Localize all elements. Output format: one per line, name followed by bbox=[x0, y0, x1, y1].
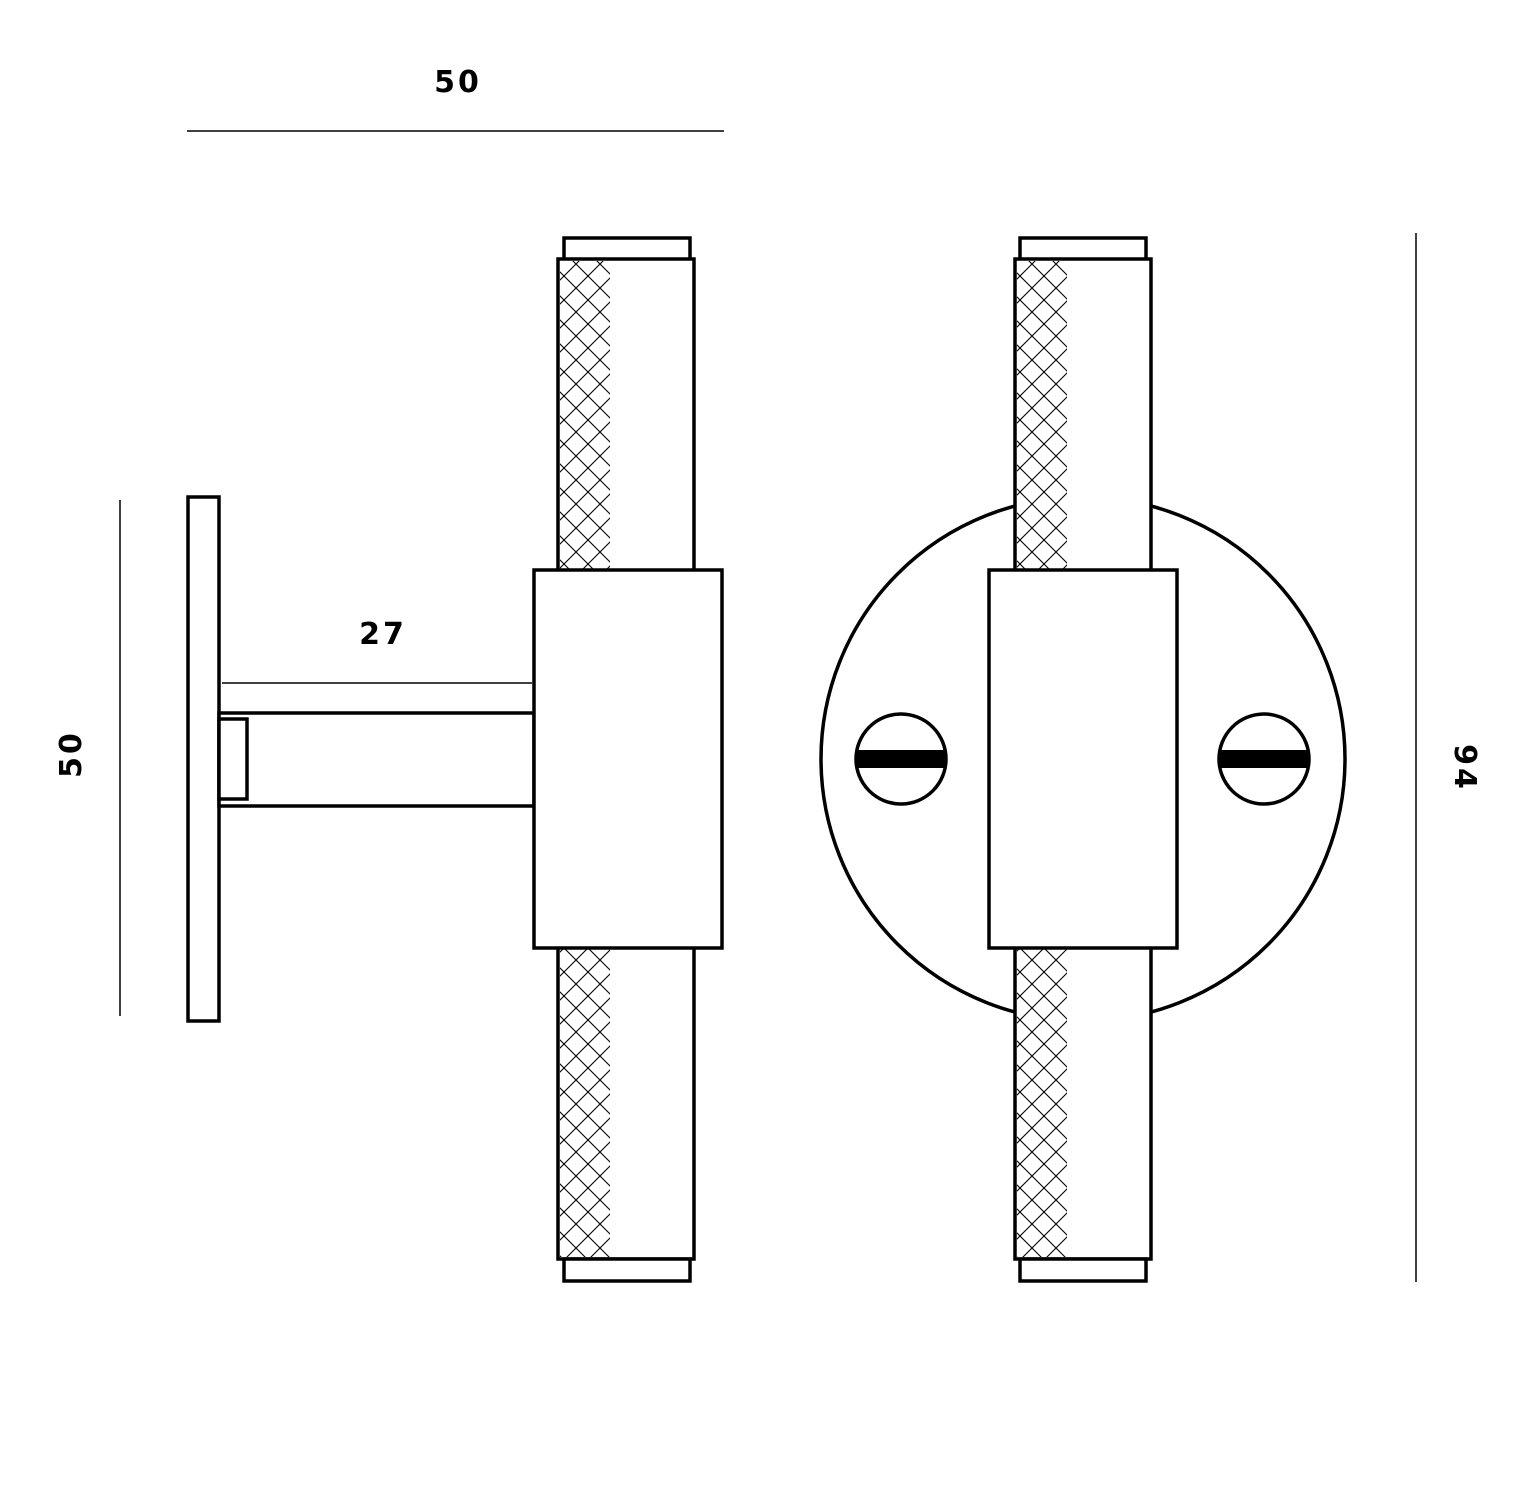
screw-right-slot bbox=[1219, 750, 1309, 768]
spindle-collar bbox=[217, 717, 249, 801]
knurl-lower-side bbox=[560, 949, 610, 1257]
end-cap-top-side bbox=[562, 236, 692, 262]
rose-plate-side bbox=[186, 495, 221, 1023]
dimension-projection: 27 bbox=[222, 617, 532, 684]
dimension-label-top-width: 50 bbox=[434, 65, 482, 100]
dimension-label-rose-height: 50 bbox=[54, 730, 89, 778]
knurl-lower-front bbox=[1017, 949, 1067, 1257]
end-cap-bottom-front bbox=[1018, 1257, 1148, 1283]
dimension-total-height: 94 bbox=[1415, 233, 1482, 1282]
dimension-top-width: 50 bbox=[187, 65, 724, 132]
end-cap-top-front bbox=[1018, 236, 1148, 262]
screw-left-icon bbox=[854, 712, 948, 806]
dimension-label-projection: 27 bbox=[359, 617, 407, 652]
screw-left-slot bbox=[856, 750, 946, 768]
hub-side bbox=[532, 568, 724, 950]
end-cap-bottom-side bbox=[562, 1257, 692, 1283]
knurl-upper-side bbox=[560, 261, 610, 569]
knurl-upper-front bbox=[1017, 261, 1067, 569]
screw-right-icon bbox=[1217, 712, 1311, 806]
side-view bbox=[186, 236, 724, 1283]
dimension-rose-height: 50 bbox=[54, 500, 121, 1016]
hub-front bbox=[987, 568, 1179, 950]
dimension-label-total-height: 94 bbox=[1447, 744, 1482, 792]
spindle-side bbox=[217, 711, 536, 808]
front-view bbox=[819, 236, 1347, 1283]
